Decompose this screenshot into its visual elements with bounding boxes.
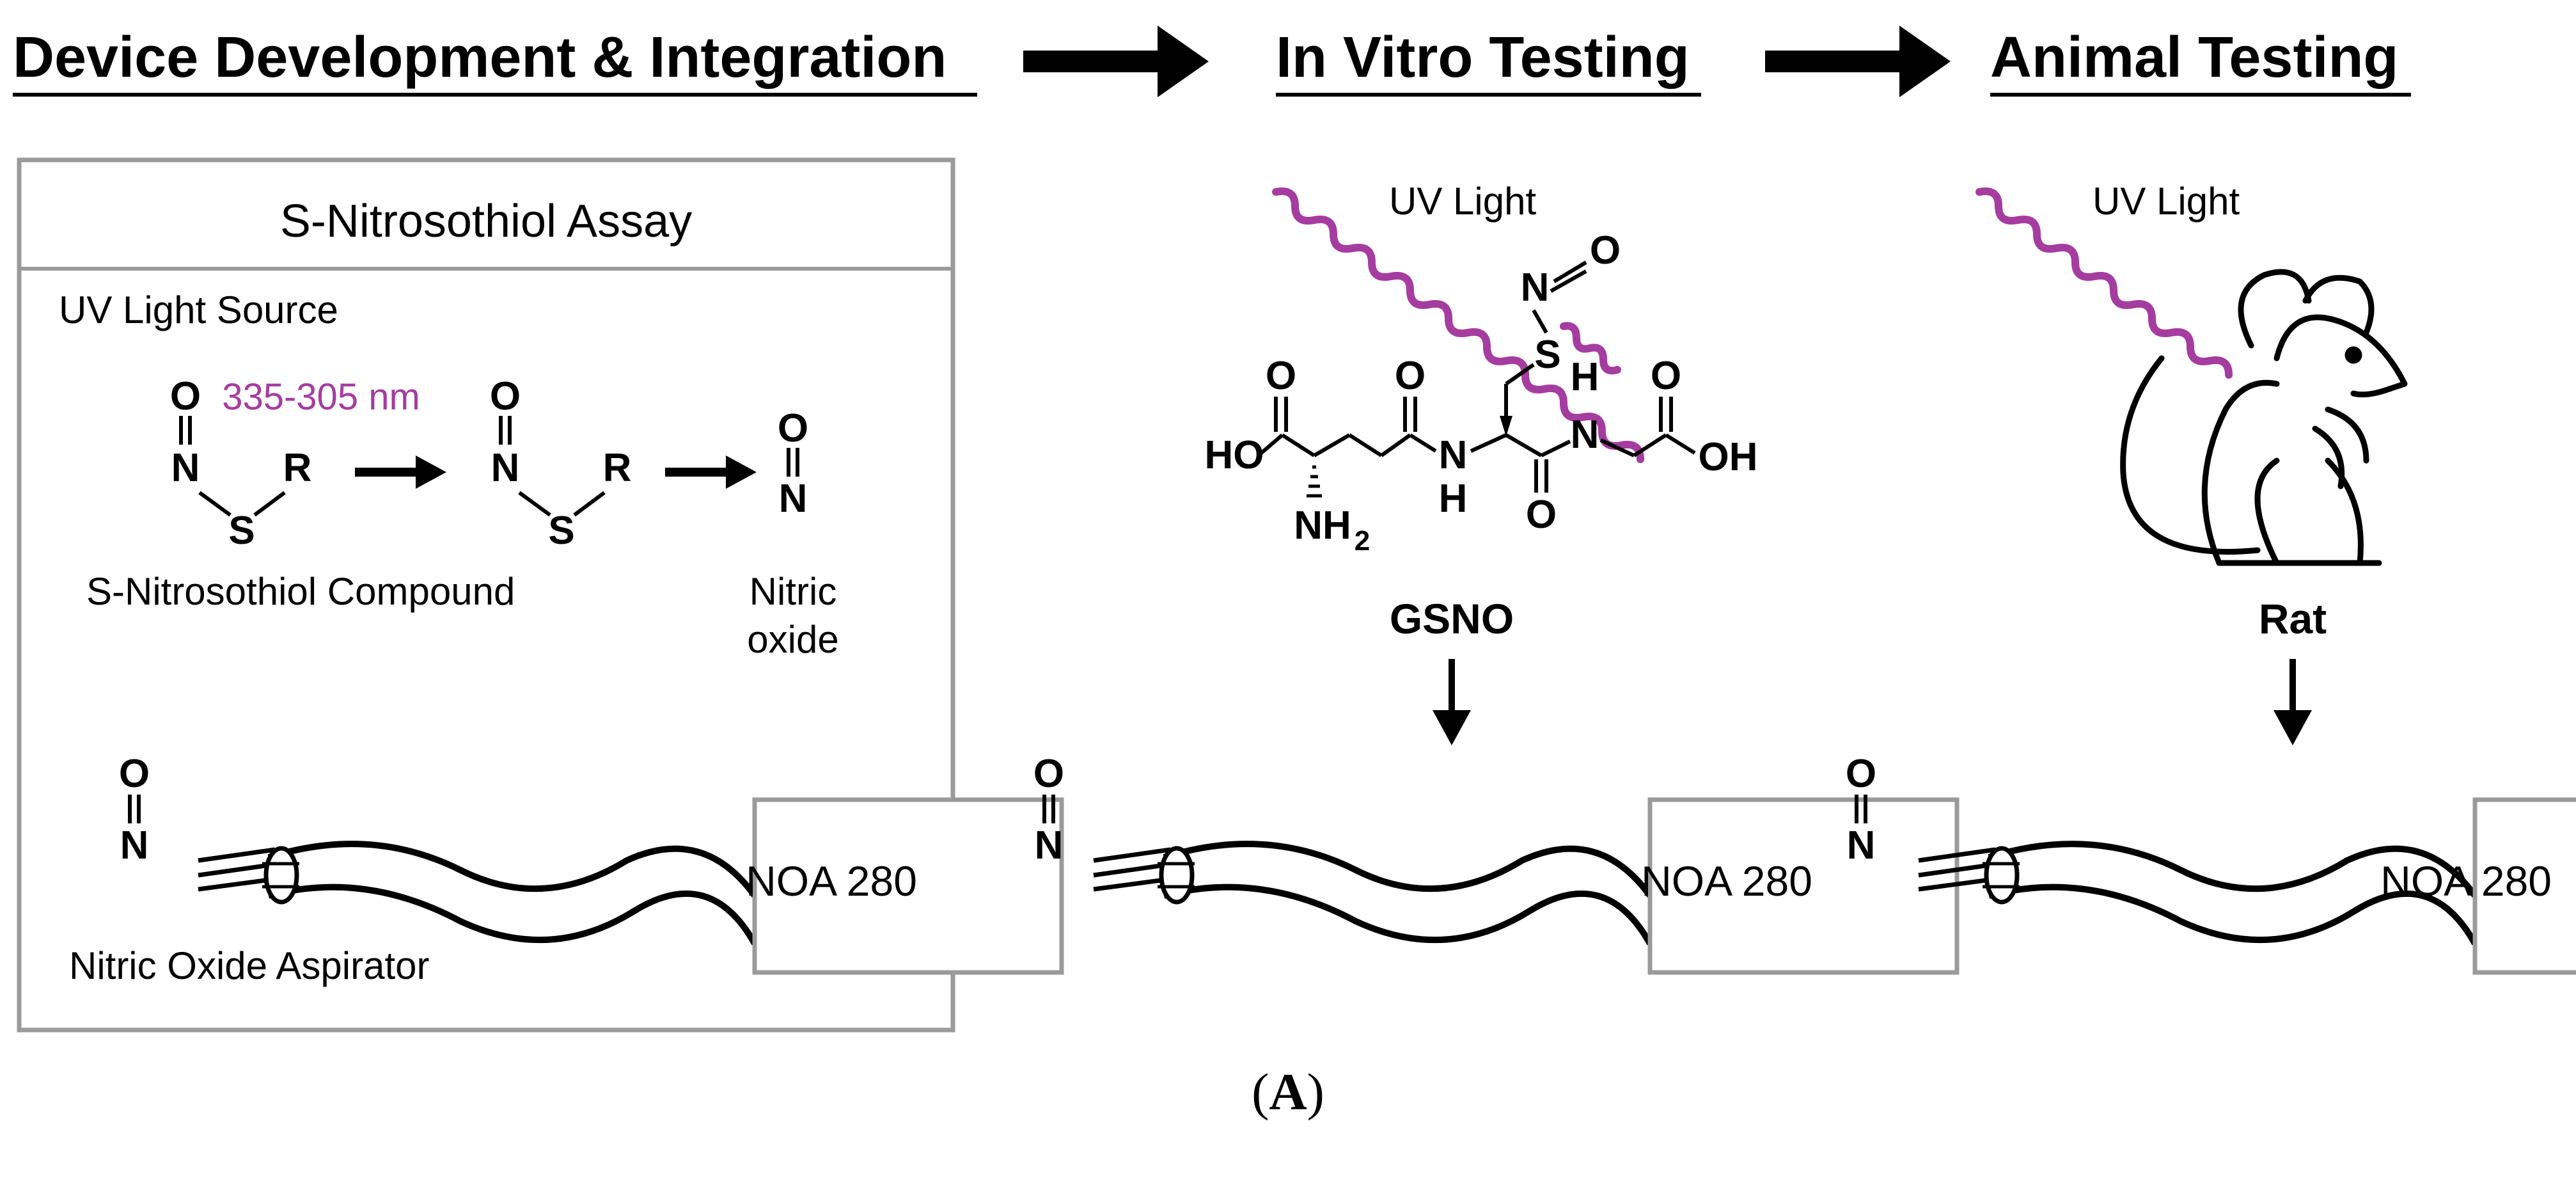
svg-text:O: O (778, 406, 808, 450)
rat-icon (2120, 269, 2408, 566)
nitric-oxide-structure: O N (778, 406, 808, 521)
svg-text:2: 2 (1355, 525, 1370, 557)
noa-label: NOA 280 (1641, 857, 1812, 905)
stage-arrow-2 (1765, 26, 1951, 97)
noa-label: NOA 280 (2380, 857, 2552, 905)
svg-text:N: N (1035, 823, 1064, 868)
no-analyzer-animal: O N NOA 280 (1846, 752, 2576, 972)
svg-text:N: N (1847, 823, 1876, 868)
svg-text:N: N (120, 823, 149, 868)
svg-text:N: N (491, 446, 520, 490)
uv-light-label-in-vitro: UV Light (1389, 180, 1536, 223)
svg-text:N: N (1521, 266, 1550, 310)
svg-text:S: S (548, 509, 574, 553)
svg-text:R: R (603, 446, 632, 490)
uv-wave-in-vitro (1272, 187, 1644, 463)
svg-text:O: O (1846, 752, 1876, 796)
figure-caption: (A) (1252, 1063, 1324, 1121)
uv-light-label-animal: UV Light (2093, 180, 2240, 223)
gsno-structure: N O S HO O O N H NH 2 O (1205, 228, 1758, 557)
assay-title: S-Nitrosothiol Assay (280, 196, 692, 247)
svg-text:NH: NH (1294, 503, 1351, 548)
svg-text:HO: HO (1205, 433, 1264, 477)
svg-text:R: R (283, 446, 312, 490)
svg-text:O: O (1033, 752, 1064, 796)
s-nitrosothiol-structure-1: O N S R (170, 374, 312, 553)
svg-text:O: O (1526, 493, 1557, 537)
stage-title: Device Development & Integration (13, 26, 946, 90)
svg-text:H: H (1439, 477, 1468, 521)
svg-text:H: H (1571, 355, 1599, 399)
rat-label: Rat (2259, 595, 2327, 642)
svg-text:S: S (228, 509, 255, 553)
down-arrow-animal (2274, 659, 2312, 745)
uv-wave-animal (1975, 187, 2233, 379)
nitric-oxide-label-line2: oxide (747, 618, 838, 661)
no-analyzer-in-vitro: O N NOA 280 (1033, 752, 1957, 972)
svg-text:N: N (171, 446, 200, 490)
nitric-oxide-label-line1: Nitric (750, 570, 837, 613)
svg-text:S: S (1534, 333, 1560, 377)
svg-text:O: O (119, 752, 150, 796)
stage-heading-device: Device Development & Integration (13, 26, 977, 97)
compound-label: S-Nitrosothiol Compound (86, 570, 515, 613)
reaction-arrow-1 (355, 456, 446, 489)
wavelength-label: 335-305 nm (222, 376, 420, 418)
svg-text:N: N (1571, 413, 1599, 457)
svg-text:O: O (1266, 354, 1296, 398)
svg-text:N: N (1439, 433, 1468, 477)
uv-wave-tip-in-vitro (1560, 322, 1621, 375)
reaction-arrow-2 (665, 456, 757, 489)
noa-label: NOA 280 (746, 857, 917, 905)
no-analyzer-assay: O N NOA 280 (119, 752, 1062, 972)
svg-text:O: O (490, 374, 521, 418)
s-nitrosothiol-structure-2: O N S R (490, 374, 632, 553)
svg-text:OH: OH (1699, 435, 1758, 479)
down-arrow-in-vitro (1433, 659, 1471, 745)
aspirator-label: Nitric Oxide Aspirator (69, 944, 430, 987)
stage-heading-in-vitro: In Vitro Testing (1276, 26, 1701, 97)
stage-arrow-1 (1023, 26, 1209, 97)
svg-text:N: N (779, 477, 808, 521)
svg-text:O: O (1395, 354, 1425, 398)
uv-light-source-label: UV Light Source (59, 289, 338, 331)
gsno-label: GSNO (1390, 595, 1514, 642)
stage-title: In Vitro Testing (1276, 26, 1690, 90)
svg-text:O: O (170, 374, 201, 418)
svg-text:O: O (1651, 354, 1681, 398)
svg-text:O: O (1590, 228, 1621, 273)
stage-heading-animal: Animal Testing (1990, 26, 2411, 97)
stage-title: Animal Testing (1990, 26, 2398, 90)
